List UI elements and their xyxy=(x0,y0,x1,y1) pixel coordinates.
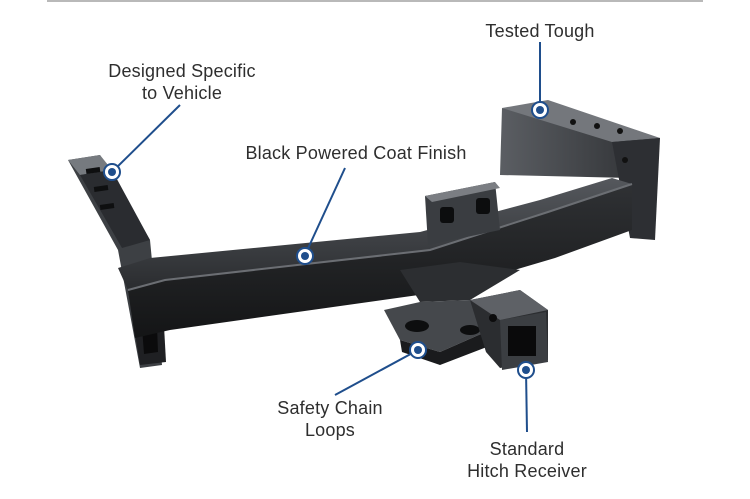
callout-standard-receiver-line-1: Standard xyxy=(489,439,565,459)
callout-tested-tough: Tested Tough xyxy=(470,20,610,42)
callout-tested-tough-line-1: Tested Tough xyxy=(485,21,595,41)
marker-safety-chain xyxy=(409,341,427,359)
callout-standard-receiver-line-2: Hitch Receiver xyxy=(467,461,587,481)
callout-standard-receiver: Standard Hitch Receiver xyxy=(462,438,592,482)
callout-safety-chain-line-2: Loops xyxy=(304,420,356,440)
callout-designed-specific: Designed Specific to Vehicle xyxy=(92,60,272,104)
callout-black-coat: Black Powered Coat Finish xyxy=(228,142,484,164)
marker-tested-tough xyxy=(531,101,549,119)
callout-black-coat-line-1: Black Powered Coat Finish xyxy=(245,143,467,163)
callout-leaders xyxy=(111,42,541,433)
callout-designed-specific-line-1: Designed Specific xyxy=(108,61,256,81)
top-divider xyxy=(47,0,703,2)
receiver-assembly xyxy=(384,262,548,370)
callout-safety-chain: Safety Chain Loops xyxy=(255,397,405,441)
marker-black-coat xyxy=(296,247,314,265)
marker-designed-specific xyxy=(103,163,121,181)
cross-beam xyxy=(118,178,633,338)
callout-safety-chain-line-1: Safety Chain xyxy=(277,398,383,418)
center-bracket xyxy=(425,182,500,245)
marker-standard-receiver xyxy=(517,361,535,379)
callout-designed-specific-line-2: to Vehicle xyxy=(141,83,223,103)
